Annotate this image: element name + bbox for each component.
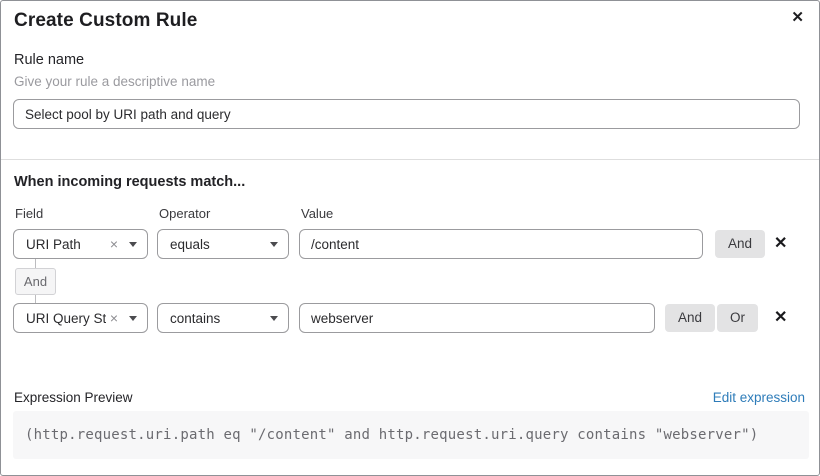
operator-column-label: Operator — [159, 206, 211, 221]
chevron-down-icon — [270, 315, 278, 321]
connector-line-bottom — [35, 295, 36, 303]
remove-condition-icon-row2[interactable]: ✕ — [774, 309, 788, 326]
close-icon[interactable]: ✕ — [791, 9, 804, 26]
operator-select-row1[interactable]: equals — [157, 229, 289, 259]
chevron-down-icon — [270, 241, 278, 247]
rule-name-label: Rule name — [14, 52, 85, 68]
field-select-row2-value: URI Query St... — [26, 310, 106, 326]
field-column-label: Field — [15, 206, 44, 221]
chevron-down-icon — [129, 315, 137, 321]
or-button-row2[interactable]: Or — [717, 304, 758, 332]
operator-select-row2-value: contains — [170, 310, 221, 326]
expression-preview-block: (http.request.uri.path eq "/content" and… — [13, 411, 809, 459]
field-select-row2[interactable]: URI Query St... × — [13, 303, 148, 333]
and-button-row2[interactable]: And — [665, 304, 716, 332]
connector-line-top — [35, 259, 36, 268]
field-select-row1[interactable]: URI Path × — [13, 229, 148, 259]
operator-select-row1-value: equals — [170, 236, 210, 252]
edit-expression-link[interactable]: Edit expression — [712, 390, 805, 405]
section-divider — [1, 159, 819, 160]
expression-preview-label: Expression Preview — [14, 390, 133, 405]
field-select-row1-value: URI Path — [26, 236, 81, 252]
value-input-row1[interactable] — [299, 229, 703, 259]
match-heading: When incoming requests match... — [14, 174, 246, 190]
remove-condition-icon-row1[interactable]: ✕ — [774, 235, 788, 252]
value-input-row2[interactable] — [299, 303, 655, 333]
expression-preview-code: (http.request.uri.path eq "/content" and… — [25, 427, 759, 443]
rule-name-helper: Give your rule a descriptive name — [14, 74, 216, 89]
clear-field-icon[interactable]: × — [109, 310, 118, 326]
and-button-row1[interactable]: And — [715, 230, 766, 258]
value-column-label: Value — [301, 206, 334, 221]
operator-select-row2[interactable]: contains — [157, 303, 289, 333]
page-title: Create Custom Rule — [14, 10, 198, 31]
connector-and-badge: And — [15, 268, 56, 295]
chevron-down-icon — [129, 241, 137, 247]
rule-name-input[interactable] — [13, 99, 800, 129]
clear-field-icon[interactable]: × — [109, 236, 118, 252]
